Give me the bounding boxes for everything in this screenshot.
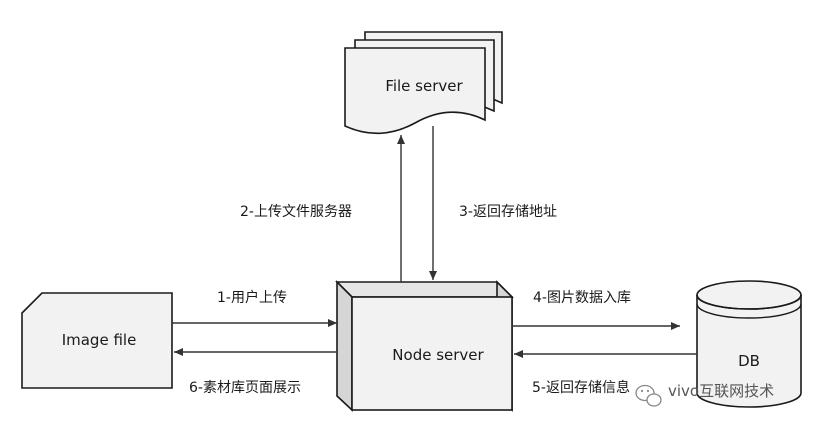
db-shape: DB xyxy=(696,280,802,408)
wechat-icon xyxy=(635,384,662,407)
edge-label-user-upload: 1-用户上传 xyxy=(217,289,287,306)
edge-label-return-address: 3-返回存储地址 xyxy=(459,204,557,220)
edge-label-save-to-db: 4-图片数据入库 xyxy=(533,290,631,306)
node-server-shape: Node server xyxy=(335,280,514,412)
image-file-shape: Image file xyxy=(21,292,173,389)
file-server-label: File server xyxy=(385,77,463,95)
edge-label-return-info: 5-返回存储信息 xyxy=(532,379,630,396)
node-server-label: Node server xyxy=(392,346,484,364)
db-label: DB xyxy=(738,352,760,370)
watermark-text: vivo互联网技术 xyxy=(668,382,774,400)
watermark: vivo互联网技术 xyxy=(635,382,774,407)
edge-label-page-display: 6-素材库页面展示 xyxy=(189,380,301,396)
edge-label-upload-to-file-server: 2-上传文件服务器 xyxy=(240,204,352,220)
file-server-shape: File server xyxy=(344,31,503,135)
image-file-label: Image file xyxy=(62,331,137,349)
